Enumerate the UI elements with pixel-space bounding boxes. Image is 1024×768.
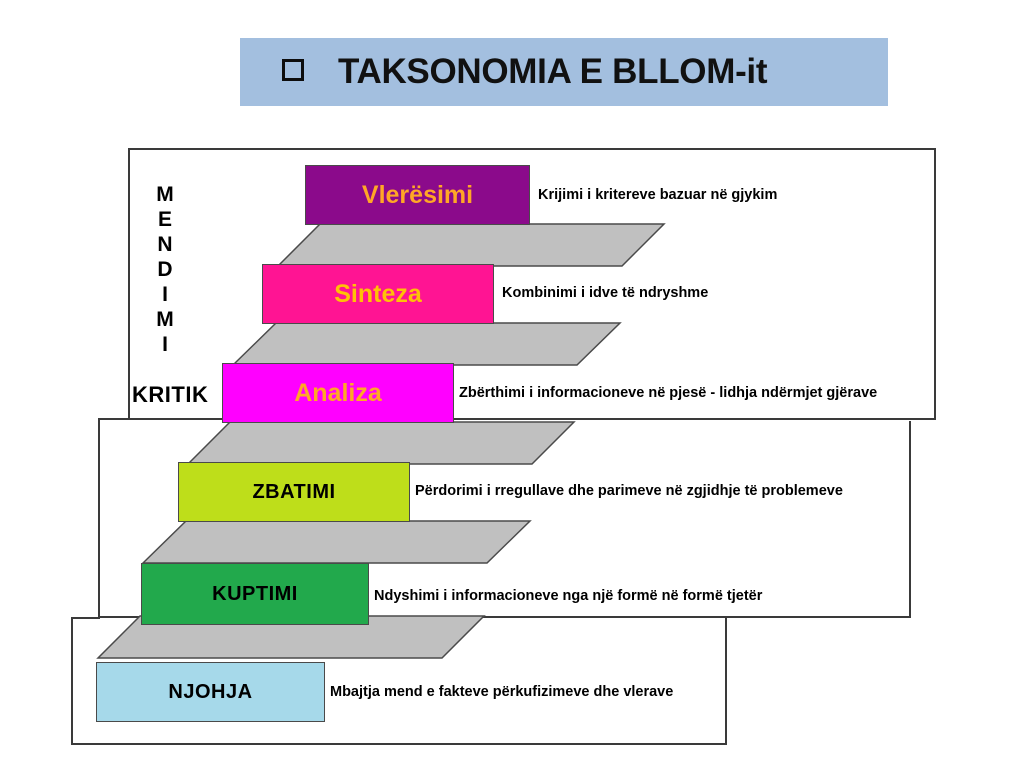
step-description-zbatimi: Përdorimi i rregullave dhe parimeve në z… xyxy=(415,483,843,499)
step-analiza[interactable]: Analiza xyxy=(222,363,454,423)
mendimi-letter: D xyxy=(157,258,173,281)
step-label-kuptimi: KUPTIMI xyxy=(212,582,298,605)
step-label-sinteza: Sinteza xyxy=(334,279,422,308)
page-title: TAKSONOMIA E BLLOM-it xyxy=(338,52,768,91)
slide-title-bar: TAKSONOMIA E BLLOM-it xyxy=(240,38,888,106)
vertical-label-mendimi: M E N D I M I xyxy=(148,182,182,357)
step-description-njohja: Mbajtja mend e fakteve përkufizimeve dhe… xyxy=(330,684,674,700)
step-zbatimi[interactable]: ZBATIMI xyxy=(178,462,410,522)
label-kritik: KRITIK xyxy=(132,382,209,407)
step-label-vleresimi: Vlerësimi xyxy=(361,180,474,209)
mendimi-letter: M xyxy=(156,308,174,331)
square-bullet-icon xyxy=(282,59,308,85)
step-label-njohja: NJOHJA xyxy=(168,680,253,703)
mendimi-letter: N xyxy=(157,233,173,256)
step-description-analiza: Zbërthimi i informacioneve në pjesë - li… xyxy=(459,385,878,401)
step-description-vleresimi: Krijimi i kritereve bazuar në gjykim xyxy=(538,187,778,203)
frame-critical-thinking xyxy=(128,148,936,420)
mendimi-letter: I xyxy=(162,333,168,356)
step-vleresimi[interactable]: Vlerësimi xyxy=(305,165,530,225)
mendimi-letter: M xyxy=(156,183,174,206)
step-description-sinteza: Kombinimi i idve të ndryshme xyxy=(502,285,709,301)
step-sinteza[interactable]: Sinteza xyxy=(262,264,494,324)
mendimi-letter: I xyxy=(162,283,168,306)
step-label-zbatimi: ZBATIMI xyxy=(252,480,336,503)
step-description-kuptimi: Ndyshimi i informacioneve nga një formë … xyxy=(374,588,763,604)
step-njohja[interactable]: NJOHJA xyxy=(96,662,325,722)
step-kuptimi[interactable]: KUPTIMI xyxy=(141,563,369,625)
step-label-analiza: Analiza xyxy=(294,378,382,407)
mendimi-letter: E xyxy=(157,208,172,231)
